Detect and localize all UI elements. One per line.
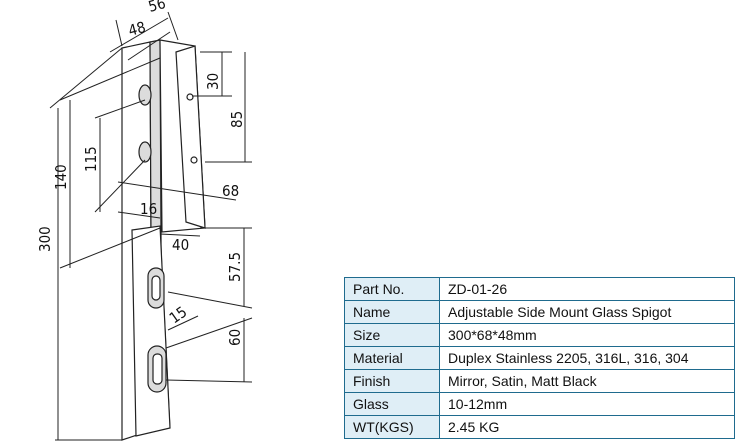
spec-value-weight: 2.45 KG bbox=[439, 415, 735, 439]
dimension-width-overall: 56 bbox=[146, 0, 167, 16]
spec-value-part-no: ZD-01-26 bbox=[439, 277, 735, 301]
dimension-clamp-depth: 68 bbox=[222, 182, 239, 200]
dimension-slot-offset: 57.5 bbox=[226, 252, 244, 282]
spec-table: Part No. ZD-01-26 Name Adjustable Side M… bbox=[344, 277, 735, 439]
dimension-slot-width: 15 bbox=[166, 303, 190, 328]
table-row: Name Adjustable Side Mount Glass Spigot bbox=[344, 300, 735, 324]
dimension-slot-spacing: 60 bbox=[226, 329, 244, 346]
table-row: Part No. ZD-01-26 bbox=[344, 277, 735, 301]
spigot-outline bbox=[121, 39, 206, 441]
table-row: Size 300*68*48mm bbox=[344, 323, 735, 347]
dimension-total-height: 300 bbox=[36, 226, 54, 252]
spec-label-material: Material bbox=[344, 346, 440, 370]
spec-value-material: Duplex Stainless 2205, 316L, 316, 304 bbox=[439, 346, 735, 370]
spec-value-finish: Mirror, Satin, Matt Black bbox=[439, 369, 735, 393]
dimension-width-inner: 48 bbox=[126, 18, 147, 40]
dimension-lines bbox=[49, 11, 253, 441]
spec-label-name: Name bbox=[344, 300, 440, 324]
spec-value-name: Adjustable Side Mount Glass Spigot bbox=[439, 300, 735, 324]
spec-label-weight: WT(KGS) bbox=[344, 415, 440, 439]
spec-value-size: 300*68*48mm bbox=[439, 323, 735, 347]
spec-label-size: Size bbox=[344, 323, 440, 347]
dimension-base-width: 16 bbox=[140, 200, 157, 218]
spec-value-glass: 10-12mm bbox=[439, 392, 735, 416]
dimension-clamp-height-left: 140 bbox=[52, 164, 70, 190]
spec-label-finish: Finish bbox=[344, 369, 440, 393]
spec-label-part-no: Part No. bbox=[344, 277, 440, 301]
table-row: WT(KGS) 2.45 KG bbox=[344, 415, 735, 439]
dimension-hole-spacing: 115 bbox=[82, 146, 100, 172]
dimension-hole-top-offset: 30 bbox=[204, 73, 222, 90]
dimension-clamp-height-right: 85 bbox=[228, 111, 246, 128]
dimension-base-depth: 40 bbox=[172, 236, 189, 254]
spec-label-glass: Glass bbox=[344, 392, 440, 416]
table-row: Material Duplex Stainless 2205, 316L, 31… bbox=[344, 346, 735, 370]
table-row: Finish Mirror, Satin, Matt Black bbox=[344, 369, 735, 393]
table-row: Glass 10-12mm bbox=[344, 392, 735, 416]
